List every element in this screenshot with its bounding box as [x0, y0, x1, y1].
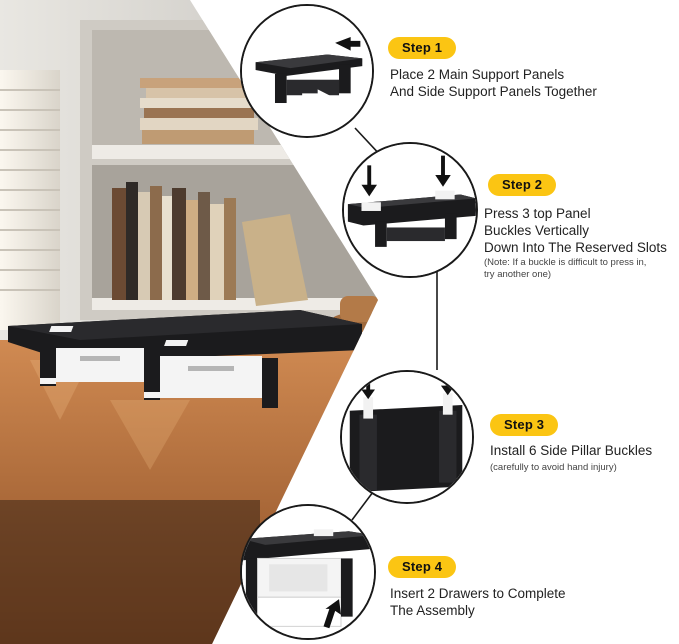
step-1-description: Place 2 Main Support Panels And Side Sup… [390, 66, 597, 100]
step-1-line-2: And Side Support Panels Together [390, 84, 597, 99]
step-2-line-3: Down Into The Reserved Slots [484, 240, 667, 255]
step-1-line-1: Place 2 Main Support Panels [390, 67, 565, 82]
step-2-description: Press 3 top Panel Buckles Vertically Dow… [484, 205, 667, 256]
step-2-line-1: Press 3 top Panel [484, 206, 591, 221]
step-2-line-2: Buckles Vertically [484, 223, 590, 238]
step-4-description: Insert 2 Drawers to Complete The Assembl… [390, 585, 566, 619]
step-2-note-line-1: (Note: If a buckle is difficult to press… [484, 257, 647, 268]
step-2-illustration [342, 142, 478, 278]
step-3-note: (carefully to avoid hand injury) [490, 462, 617, 474]
step-4-illustration [240, 504, 376, 640]
step-3-line-1: Install 6 Side Pillar Buckles [490, 443, 653, 458]
step-3-badge: Step 3 [490, 414, 559, 436]
step-2-note: (Note: If a buckle is difficult to press… [484, 257, 646, 281]
step-3-illustration [340, 370, 474, 504]
step-1-illustration [240, 4, 374, 138]
step-3-note-line-1: (carefully to avoid hand injury) [490, 462, 617, 473]
step-4-badge: Step 4 [388, 556, 457, 578]
step-1-badge: Step 1 [388, 37, 457, 59]
step-3-description: Install 6 Side Pillar Buckles [490, 442, 652, 459]
step-2-note-line-2: try another one) [484, 269, 552, 280]
step-2-badge: Step 2 [488, 174, 557, 196]
step-4-line-1: Insert 2 Drawers to Complete [390, 586, 566, 601]
step-4-line-2: The Assembly [390, 603, 475, 618]
